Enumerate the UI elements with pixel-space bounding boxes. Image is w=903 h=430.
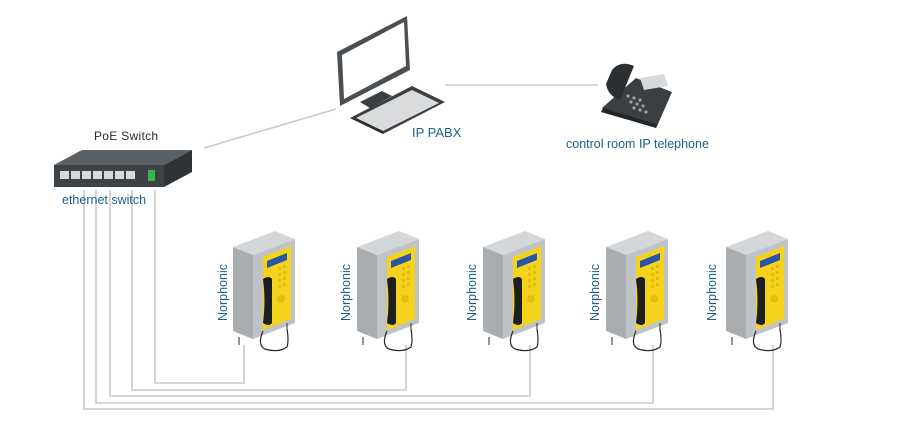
emergency-phone-icon bbox=[482, 230, 546, 352]
ip-pabx-label: IP PABX bbox=[412, 125, 462, 140]
cable-phone-1 bbox=[154, 190, 245, 384]
poe-switch-label: PoE Switch bbox=[94, 129, 159, 143]
cable-phone-5 bbox=[83, 190, 774, 410]
cable-switch-to-pabx bbox=[203, 108, 337, 149]
cable-phone-4 bbox=[95, 190, 654, 404]
control-phone-label: control room IP telephone bbox=[566, 137, 709, 151]
keyboard-icon bbox=[350, 86, 445, 134]
cable-phone-2 bbox=[131, 190, 407, 391]
phone-label: Norphonic bbox=[705, 264, 719, 321]
phone-label: Norphonic bbox=[339, 264, 353, 321]
desk-phone-icon bbox=[601, 63, 672, 128]
cables bbox=[83, 84, 774, 410]
ethernet-switch-label: ethernet switch bbox=[62, 193, 147, 207]
computer-monitor-icon bbox=[337, 16, 410, 108]
emergency-phone-icon bbox=[356, 230, 420, 352]
poe-switch-icon bbox=[54, 150, 192, 187]
cable-phone-3 bbox=[109, 190, 531, 397]
emergency-phone-icon bbox=[232, 230, 296, 352]
phone-label: Norphonic bbox=[465, 264, 479, 321]
phone-label: Norphonic bbox=[216, 264, 230, 321]
emergency-phone-icon bbox=[725, 230, 789, 352]
emergency-phone-icon bbox=[605, 230, 669, 352]
phone-label: Norphonic bbox=[588, 264, 602, 321]
